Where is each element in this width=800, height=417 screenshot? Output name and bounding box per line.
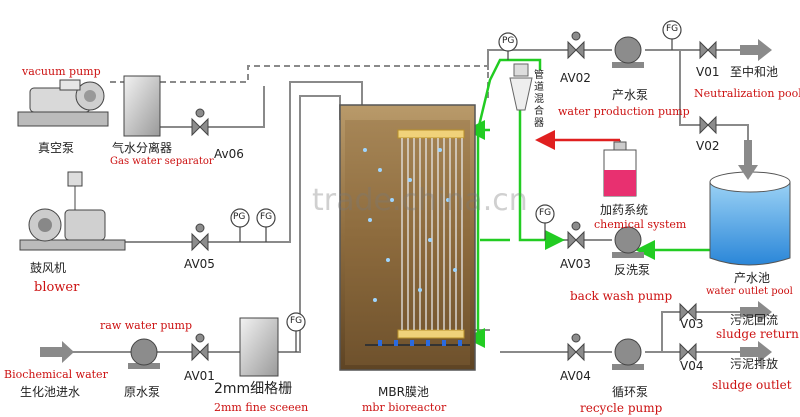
recycle-pump — [612, 338, 644, 370]
label-pg1: PG — [233, 212, 246, 222]
label-backwash-cn: 反洗泵 — [614, 263, 651, 277]
label-av02: AV02 — [560, 71, 591, 85]
label-mbr-en: mbr bioreactor — [362, 401, 447, 414]
raw-water-pump — [128, 338, 160, 369]
label-neut-en: Neutralization pool — [694, 87, 800, 100]
label-discharge-en: sludge outlet — [712, 378, 792, 392]
label-mixer-cn: 管道混合器 — [534, 70, 544, 129]
label-screen-cn: 2mm细格栅 — [214, 381, 293, 397]
gas-water-separator — [123, 75, 161, 137]
gauges — [230, 20, 682, 352]
label-blower-en: blower — [34, 280, 80, 295]
valve-av01 — [191, 333, 209, 362]
label-chem-cn: 加药系统 — [600, 203, 649, 217]
label-vacuum-pump-en: vacuum pump — [22, 65, 101, 78]
label-biochem-water-cn: 生化池进水 — [20, 385, 81, 399]
chemical-tank — [603, 141, 637, 197]
valve-v01 — [699, 40, 717, 60]
label-gas-separator-cn: 气水分离器 — [112, 141, 173, 155]
label-av01: AV01 — [184, 369, 215, 383]
label-av04: AV04 — [560, 369, 591, 383]
valve-av02 — [567, 31, 585, 60]
label-return-en: sludge return — [716, 327, 799, 341]
valves — [191, 31, 717, 362]
pipe-mixer — [509, 63, 533, 111]
production-pump — [612, 36, 644, 68]
label-v03: V03 — [680, 317, 704, 331]
label-screen-en: 2mm fine sceeen — [214, 401, 309, 414]
label-fg1: FG — [260, 212, 273, 222]
watermark: trade.china.cn — [312, 183, 528, 218]
label-outlet-cn: 产水池 — [734, 271, 771, 285]
label-raw-pump-cn: 原水泵 — [124, 385, 161, 399]
label-fg2: FG — [290, 316, 303, 326]
label-gas-separator-en: Gas water separator — [110, 156, 214, 167]
valve-v02 — [699, 115, 717, 135]
backwash-pump — [612, 226, 644, 258]
valve-av03 — [567, 221, 585, 250]
label-recycle-en: recycle pump — [580, 401, 663, 415]
label-prod-pump-en: water production pump — [558, 105, 690, 118]
label-av03: AV03 — [560, 257, 591, 271]
label-av05: AV05 — [184, 257, 215, 271]
label-prod-pump-cn: 产水泵 — [612, 88, 649, 102]
backwash-lines — [465, 58, 730, 348]
blower — [19, 171, 126, 251]
valve-av06 — [191, 108, 209, 137]
fine-screen — [239, 317, 279, 377]
label-pg2: PG — [502, 36, 515, 46]
label-av06: Av06 — [214, 147, 244, 161]
valve-v03 — [679, 302, 697, 322]
valve-av05 — [191, 223, 209, 252]
vacuum-line — [110, 65, 489, 100]
label-v02: V02 — [696, 139, 720, 153]
label-v01: V01 — [696, 65, 720, 79]
vacuum-pump — [17, 79, 109, 127]
label-discharge-cn: 污泥排放 — [730, 357, 779, 371]
label-vacuum-pump-cn: 真空泵 — [38, 141, 75, 155]
label-recycle-cn: 循环泵 — [612, 385, 649, 399]
label-mbr-cn: MBR膜池 — [378, 385, 429, 399]
valve-v04 — [679, 342, 697, 362]
label-chem-en: chemical system — [594, 218, 687, 231]
label-outlet-en: water outlet pool — [706, 286, 793, 297]
label-biochem-water-en: Biochemical water — [4, 368, 108, 381]
label-raw-water-pump-en: raw water pump — [100, 319, 192, 332]
label-return-cn: 污泥回流 — [730, 313, 779, 327]
mbr-tank — [339, 104, 476, 371]
label-v04: V04 — [680, 359, 704, 373]
flow-arrows — [40, 39, 772, 363]
valve-av04 — [567, 333, 585, 362]
label-blower-cn: 鼓风机 — [30, 261, 67, 275]
label-backwash-en: back wash pump — [570, 289, 673, 303]
raw-water-line — [70, 95, 341, 353]
label-fg3: FG — [666, 24, 679, 34]
outlet-pool — [709, 171, 791, 266]
label-neut-cn: 至中和池 — [730, 65, 779, 79]
label-fg4: FG — [539, 208, 552, 218]
